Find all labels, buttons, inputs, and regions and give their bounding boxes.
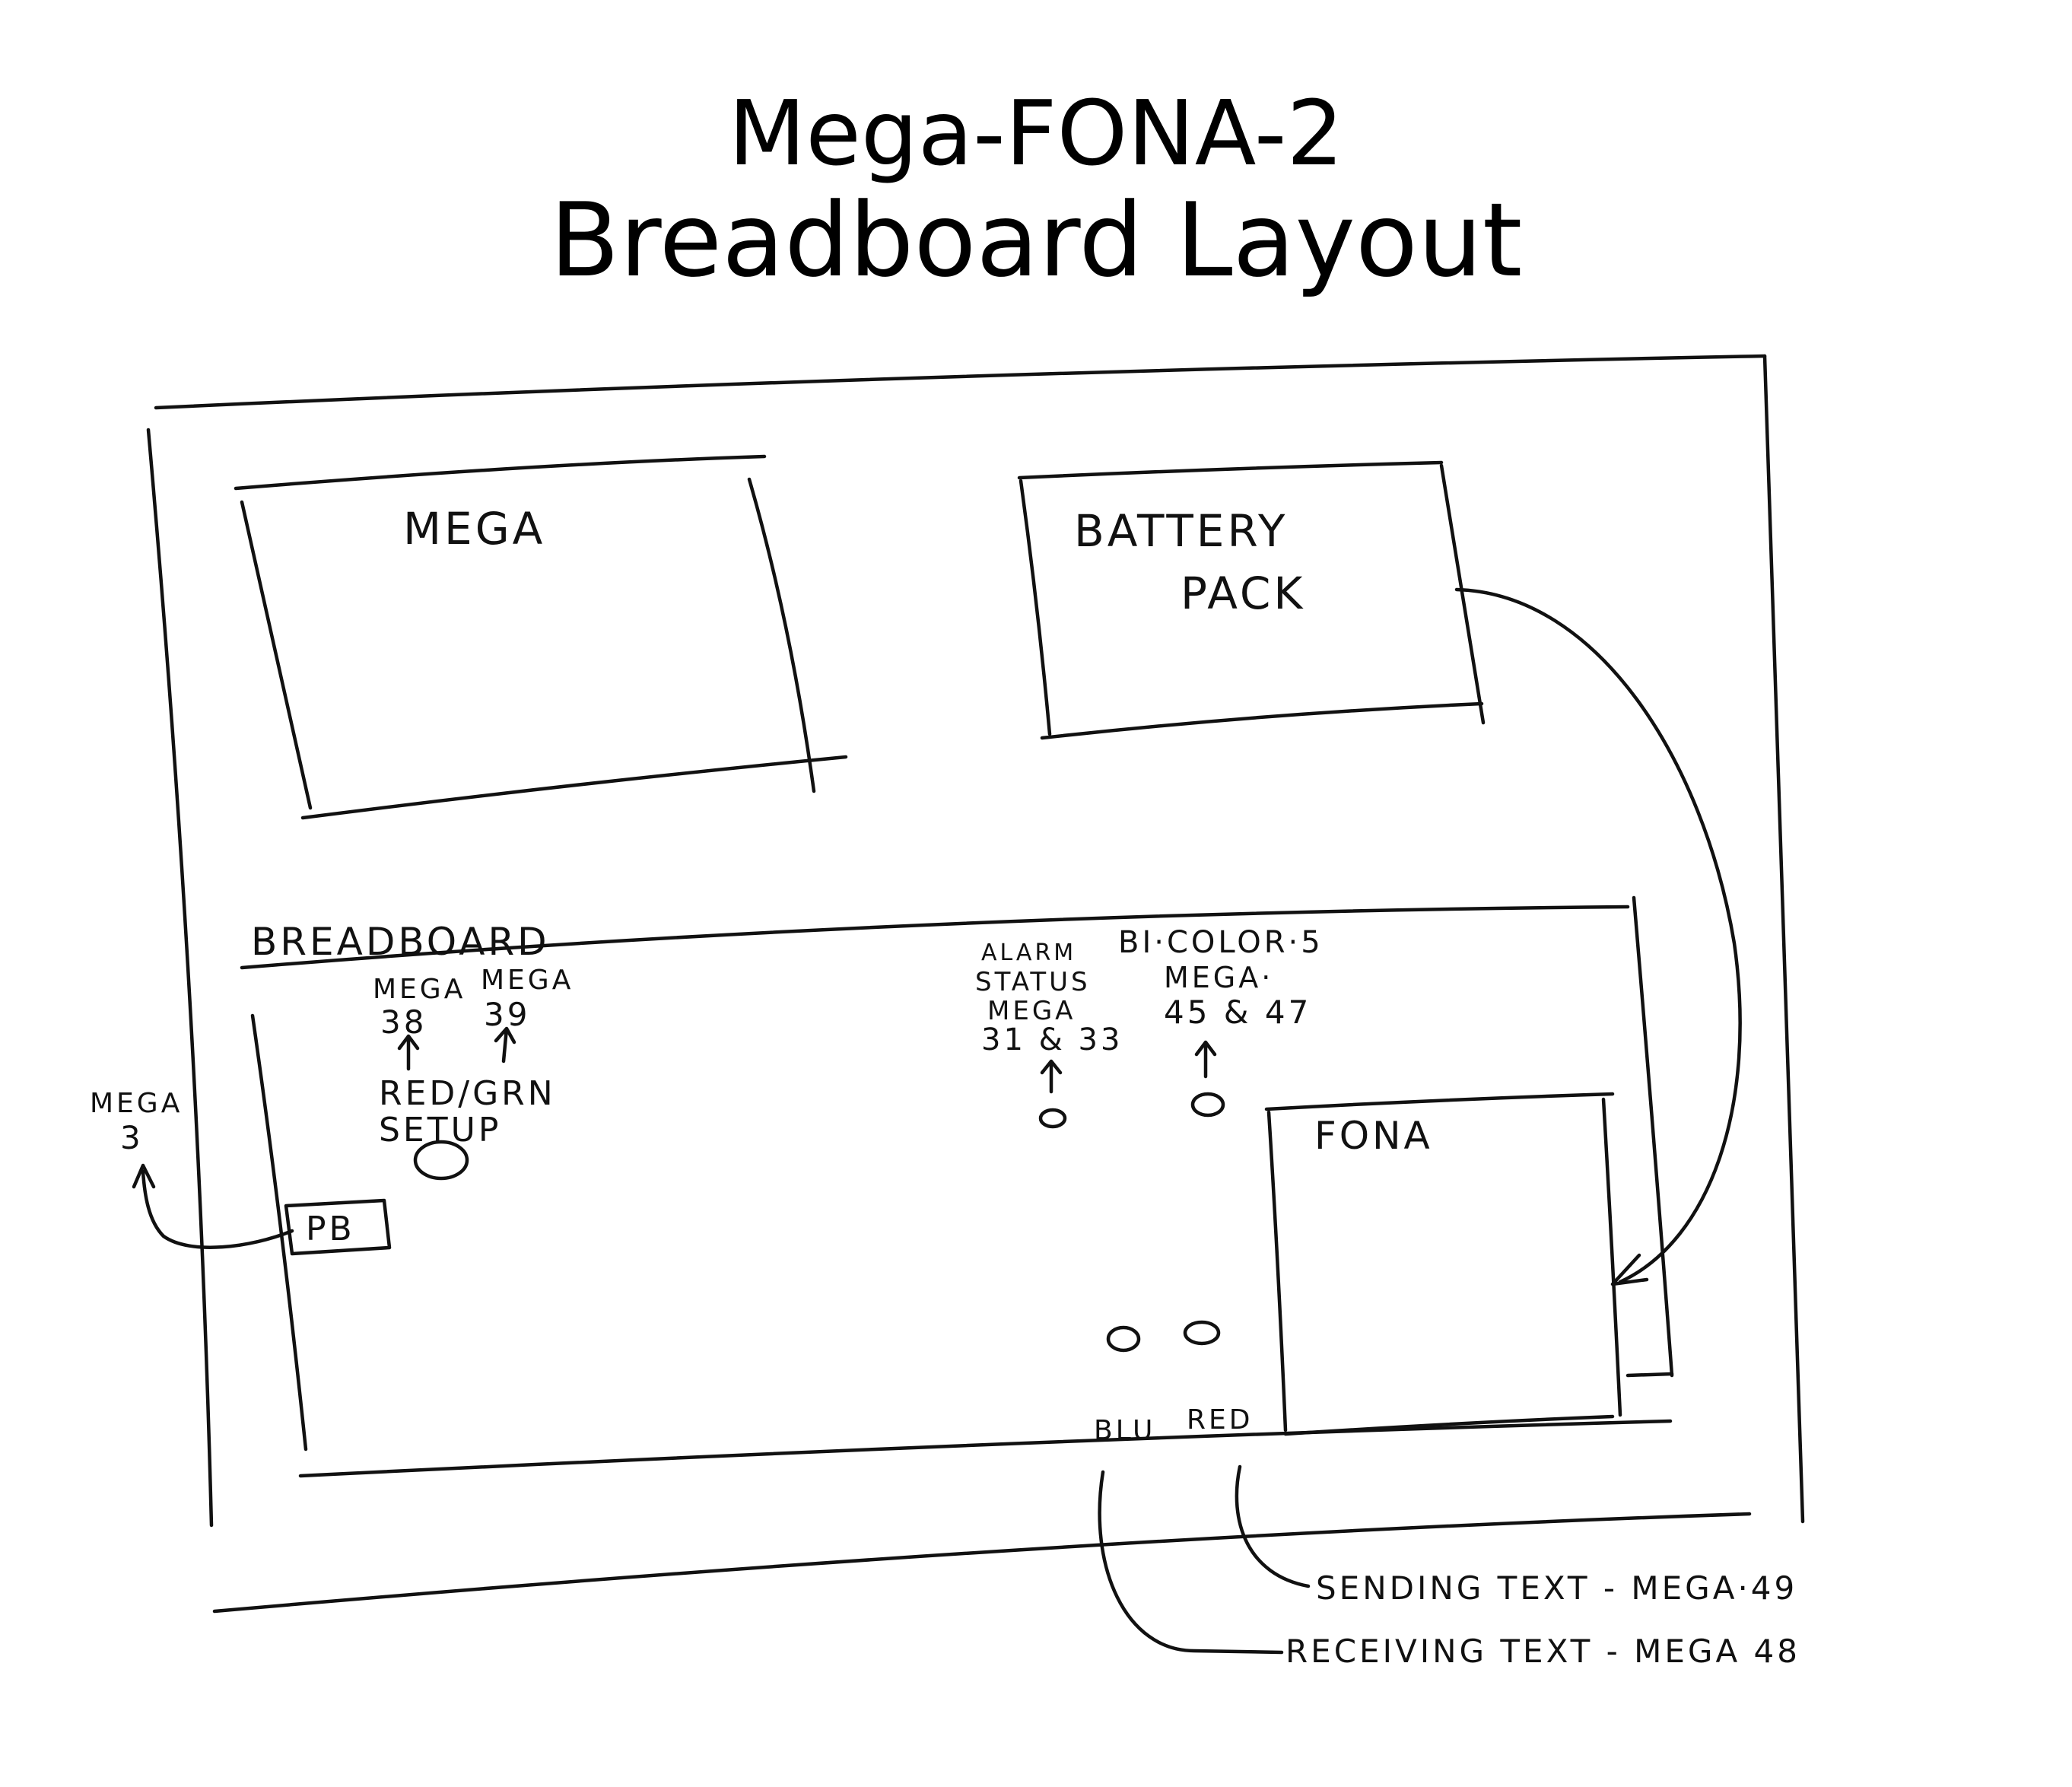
bicolor-mega-label: MEGA· <box>1164 961 1273 994</box>
blu-led <box>1106 1325 1141 1353</box>
diagram-subtitle: Breadboard Layout <box>549 181 1523 300</box>
blu-label: BLU <box>1094 1415 1155 1446</box>
battery-pack: BATTERY PACK <box>1017 460 1486 740</box>
mega-39-label-line1: MEGA <box>481 965 574 996</box>
battery-pack-label-line1: BATTERY <box>1074 505 1288 557</box>
setup-led-group: MEGA 38 MEGA 39 RED/GRN SETUP <box>373 965 574 1181</box>
red-led <box>1183 1320 1221 1346</box>
red-label: RED <box>1187 1404 1253 1436</box>
diagram-title: Mega-FONA-2 <box>728 81 1344 186</box>
fona-module: FONA <box>1264 1092 1674 1436</box>
push-button-wire <box>141 1169 294 1249</box>
arrow-up-icon <box>1040 1059 1063 1094</box>
mega-board: MEGA <box>234 454 848 820</box>
receiving-text-label: RECEIVING TEXT - MEGA 48 <box>1285 1633 1800 1670</box>
push-button-label: PB <box>306 1210 355 1248</box>
mega-board-label: MEGA <box>403 503 545 555</box>
bicolor-label: BI·COLOR·5 <box>1118 925 1324 960</box>
mega-38-label-line1: MEGA <box>373 974 466 1005</box>
bicolor-pins-label: 45 & 47 <box>1164 994 1311 1031</box>
setup-label: SETUP <box>379 1111 501 1149</box>
arrow-up-icon <box>1194 1040 1217 1079</box>
sending-leader-line <box>1235 1464 1311 1588</box>
text-status-leds: BLU RED SENDING TEXT - MEGA·49 RECEIVING… <box>1094 1320 1800 1670</box>
mega-39-label-line2: 39 <box>484 996 530 1033</box>
arrow-up-icon <box>132 1163 156 1189</box>
arrow-head-icon <box>1610 1253 1649 1286</box>
bicolor-led-group: BI·COLOR·5 MEGA· 45 & 47 <box>1118 925 1324 1118</box>
setup-led <box>413 1140 469 1181</box>
receiving-leader-line <box>1098 1470 1284 1655</box>
fona-label: FONA <box>1314 1114 1433 1158</box>
alarm-status-led <box>1038 1108 1067 1129</box>
mega-3-label-line1: MEGA <box>90 1088 183 1119</box>
battery-pack-label-line2: PACK <box>1181 568 1305 619</box>
battery-to-fona-wire <box>1454 587 1742 1284</box>
red-grn-label: RED/GRN <box>379 1074 556 1113</box>
alarm-mega-label: MEGA <box>987 996 1076 1026</box>
status-label: STATUS <box>975 967 1091 997</box>
breadboard: BREADBOARD <box>240 895 1674 1478</box>
arrow-up-icon <box>397 1034 420 1071</box>
push-button-group: PB MEGA 3 <box>90 1088 392 1256</box>
alarm-label: ALARM <box>981 940 1076 966</box>
alarm-pins-label: 31 & 33 <box>981 1022 1123 1057</box>
alarm-status-led-group: ALARM STATUS MEGA 31 & 33 <box>975 940 1123 1129</box>
bicolor-led <box>1190 1092 1225 1118</box>
enclosure-outline <box>146 354 1805 1614</box>
arrow-up-icon <box>494 1026 516 1064</box>
mega-38-label-line2: 38 <box>380 1003 427 1041</box>
breadboard-label: BREADBOARD <box>251 920 550 964</box>
sending-text-label: SENDING TEXT - MEGA·49 <box>1316 1569 1797 1607</box>
mega-3-label-line2: 3 <box>120 1119 144 1156</box>
